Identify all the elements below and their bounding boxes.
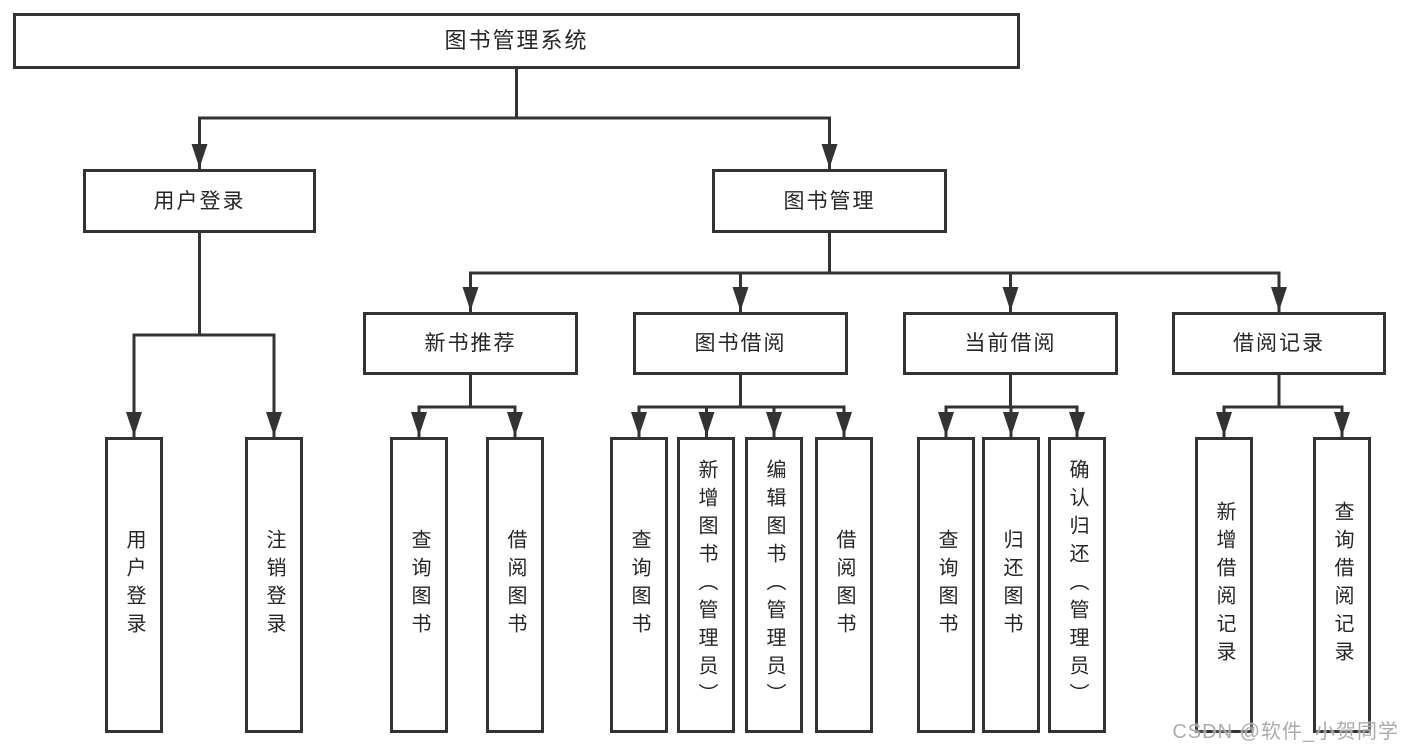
node-leaf-br-add-record: 新增借阅记录 <box>1195 437 1253 733</box>
node-leaf-cb-confirm-return-admin: 确认归还（管理员） <box>1048 437 1106 733</box>
node-book-management: 图书管理 <box>712 169 947 233</box>
node-leaf-cb-return-books: 归还图书 <box>982 437 1040 733</box>
node-root: 图书管理系统 <box>13 13 1020 69</box>
node-leaf-logout: 注销登录 <box>245 437 303 733</box>
node-leaf-user-login: 用户登录 <box>105 437 163 733</box>
node-leaf-bb-edit-books-admin: 编辑图书（管理员） <box>745 437 803 733</box>
node-current-borrowing: 当前借阅 <box>903 312 1118 375</box>
node-leaf-nb-borrow-books: 借阅图书 <box>486 437 544 733</box>
node-leaf-br-query-record: 查询借阅记录 <box>1313 437 1371 733</box>
node-leaf-bb-add-books-admin: 新增图书（管理员） <box>677 437 735 733</box>
node-leaf-bb-query-books: 查询图书 <box>610 437 668 733</box>
node-leaf-nb-query-books: 查询图书 <box>390 437 448 733</box>
node-leaf-bb-borrow-books: 借阅图书 <box>815 437 873 733</box>
node-new-book-recommend: 新书推荐 <box>363 312 578 375</box>
node-book-borrowing: 图书借阅 <box>633 312 848 375</box>
node-user-login: 用户登录 <box>83 169 316 233</box>
node-leaf-cb-query-books: 查询图书 <box>917 437 975 733</box>
node-borrowing-records: 借阅记录 <box>1172 312 1386 375</box>
csdn-watermark: CSDN @软件_小贺同学 <box>1172 721 1399 743</box>
